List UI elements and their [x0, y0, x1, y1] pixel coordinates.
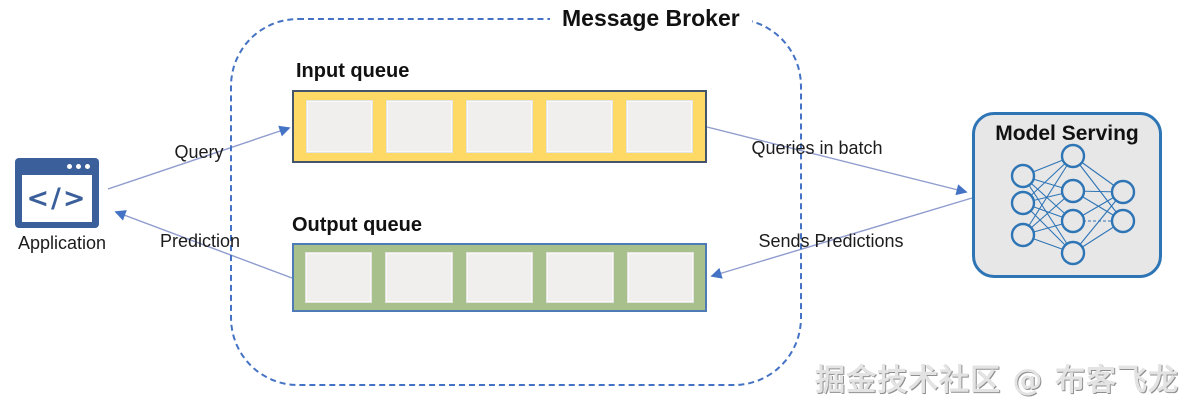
message-broker-title: Message Broker [550, 5, 752, 32]
nn-node [1060, 143, 1086, 169]
query-arrow-label: Query [174, 142, 224, 162]
code-glyph: </> [26, 183, 88, 214]
queue-slot [546, 252, 614, 303]
model-serving-title: Model Serving [995, 122, 1139, 145]
nn-node [1060, 240, 1086, 266]
neural-network-icon [1010, 143, 1136, 266]
nn-node [1010, 190, 1036, 216]
code-window-icon: </> [22, 175, 92, 222]
queue-slot [546, 100, 613, 153]
prediction-arrow-label: Prediction [159, 231, 241, 251]
queries-in-batch-arrow-label: Queries in batch [751, 138, 883, 158]
application-icon: </> [15, 158, 99, 228]
queue-slot [386, 100, 453, 153]
nn-node [1010, 163, 1036, 189]
queue-slot [306, 100, 373, 153]
queue-slot [385, 252, 453, 303]
nn-node [1010, 222, 1036, 248]
input-queue [292, 90, 707, 163]
nn-node [1060, 178, 1086, 204]
input-queue-label: Input queue [296, 60, 410, 82]
queue-slot [305, 252, 373, 303]
queue-slot [626, 100, 693, 153]
message-broker-container [230, 18, 802, 386]
application-label: Application [17, 233, 107, 253]
sends-predictions-arrow-label: Sends Predictions [758, 231, 904, 251]
nn-node [1110, 179, 1136, 205]
queue-slot [626, 252, 695, 303]
nn-node [1110, 208, 1136, 234]
output-queue [292, 243, 707, 312]
queue-slot [465, 252, 534, 303]
output-queue-label: Output queue [292, 214, 422, 236]
window-dots-icon [67, 164, 90, 169]
model-serving-box: Model Serving [972, 112, 1162, 278]
watermark-text: 掘金技术社区 @ 布客飞龙 [815, 363, 1179, 398]
queue-slot [466, 100, 533, 153]
nn-node [1060, 208, 1086, 234]
